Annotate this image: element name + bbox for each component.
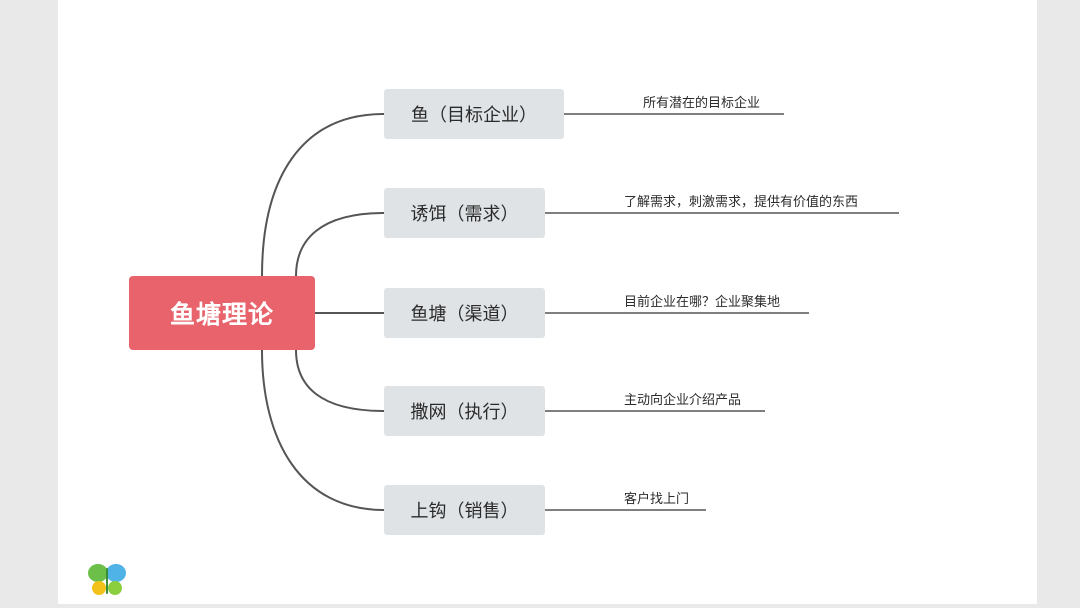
branch-node-net[interactable]: 撒网（执行）: [384, 386, 545, 436]
branch-node-pond[interactable]: 鱼塘（渠道）: [384, 288, 545, 338]
branch-label-pond: 鱼塘（渠道）: [410, 304, 519, 325]
branch-label-bait: 诱饵（需求）: [410, 204, 519, 225]
branch-note-fish[interactable]: 所有潜在的目标企业: [643, 96, 761, 111]
connector-branch-4: [295, 349, 385, 412]
branch-label-net: 撒网（执行）: [410, 402, 519, 423]
branch-note-bait[interactable]: 了解需求，刺激需求，提供有价值的东西: [624, 195, 859, 210]
connector-branch-5: [261, 349, 385, 511]
branch-label-hook: 上钩（销售）: [410, 501, 519, 522]
branch-note-pond[interactable]: 目前企业在哪？企业聚集地: [624, 295, 781, 310]
branch-node-hook[interactable]: 上钩（销售）: [384, 485, 545, 535]
connector-branch-1: [261, 113, 385, 277]
branch-node-fish[interactable]: 鱼（目标企业）: [384, 89, 564, 139]
branch-label-fish: 鱼（目标企业）: [411, 105, 537, 126]
branch-node-bait[interactable]: 诱饵（需求）: [384, 188, 545, 238]
branch-note-hook[interactable]: 客户找上门: [624, 492, 690, 507]
root-node[interactable]: 鱼塘理论: [129, 276, 315, 350]
butterfly-logo-icon: [88, 564, 126, 595]
branch-note-net[interactable]: 主动向企业介绍产品: [624, 393, 742, 408]
connector-branch-2: [295, 212, 385, 277]
root-label: 鱼塘理论: [169, 300, 274, 329]
